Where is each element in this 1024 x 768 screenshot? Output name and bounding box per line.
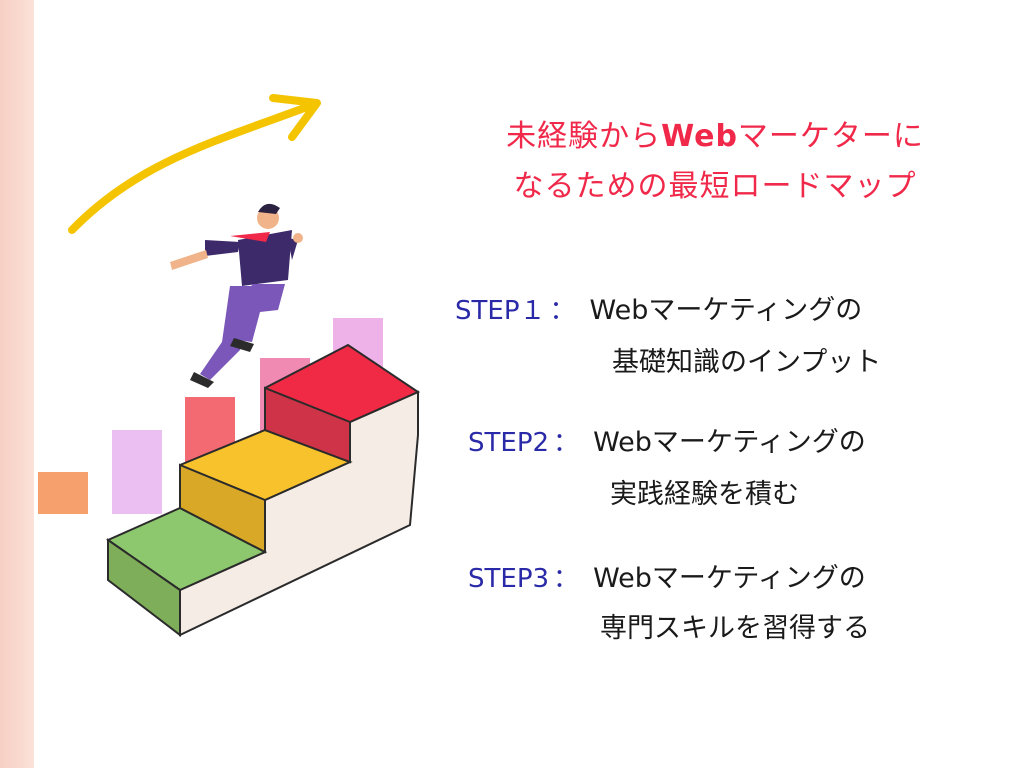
businessman-icon bbox=[170, 203, 303, 388]
step-3-label: STEP3 bbox=[468, 564, 550, 594]
stairs-icon bbox=[105, 343, 421, 638]
step-2-title: Webマーケティングの bbox=[593, 427, 866, 458]
step-2-subtitle: 実践経験を積む bbox=[610, 479, 799, 510]
step-3-subtitle: 専門スキルを習得する bbox=[600, 613, 870, 644]
step-3-title: Webマーケティングの bbox=[593, 563, 866, 594]
step-2: STEP2 ： Webマーケティングの 実践経験を積む bbox=[468, 420, 1008, 518]
step-3-colon: ： bbox=[553, 564, 580, 594]
step-1-label: STEP１ bbox=[455, 296, 546, 326]
upward-arrow-icon bbox=[68, 94, 321, 234]
title-line-2: なるための最短ロードマップ bbox=[513, 169, 917, 204]
title-line-1: 未経験からWebマーケターに bbox=[506, 119, 924, 154]
step-2-label: STEP2 bbox=[468, 428, 550, 458]
left-decorative-strip bbox=[0, 0, 34, 768]
title-brand-web: Web bbox=[661, 119, 738, 154]
step-2-colon: ： bbox=[553, 428, 580, 458]
step-3: STEP3 ： Webマーケティングの 専門スキルを習得する bbox=[468, 556, 1008, 652]
step-1-colon: ： bbox=[549, 296, 576, 326]
page-title: 未経験からWebマーケターに なるための最短ロードマップ bbox=[470, 112, 960, 212]
step-1-title: Webマーケティングの bbox=[589, 295, 863, 326]
step-1-subtitle: 基礎知識のインプット bbox=[612, 347, 882, 378]
step-1: STEP１ ： Webマーケティングの 基礎知識のインプット bbox=[455, 288, 995, 386]
career-stairs-illustration bbox=[38, 94, 421, 638]
